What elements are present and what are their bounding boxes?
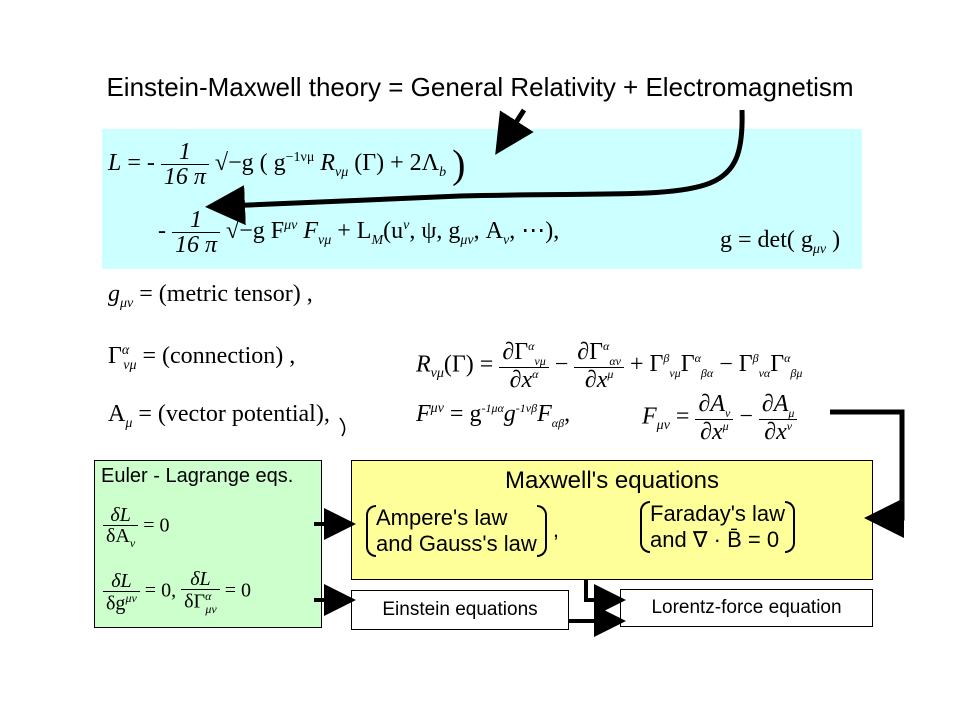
field-lower-definition: Fμν = ∂Aν∂xμ − ∂Aμ∂xν [642,392,798,444]
maxwell-right-parens: Faraday's law and ∇ · B̄ = 0 [640,501,796,553]
euler-eq1-rhs: = 0 [143,514,170,537]
ricci-lhs: (Γ) = [443,351,494,378]
field-upper-eq: = g [449,401,482,427]
close-paren: ) [452,141,466,187]
euler-den-3: δΓ [184,590,206,613]
title: Einstein-Maxwell theory = General Relati… [106,72,854,102]
vector-definition: Aμ = (vector potential), [108,401,330,431]
maxwell-left-parens: Ampere's law and Gauss's law [366,505,547,557]
vector-comma-mark [339,417,346,437]
ricci-symbol: R [320,150,336,177]
em-arrow [205,109,745,226]
lagrangian-coefficient-1: 1 16 π [160,140,209,190]
metric-superscript: −1νμ [285,150,315,166]
maxwell-to-lorentz-arrow [584,580,626,616]
faraday-law: Faraday's law [650,501,786,526]
matter-args: (u [383,218,404,245]
maxwell-comma: , [552,516,559,542]
metric-text: = (metric tensor) , [139,281,313,307]
matter-lagrangian: + L [337,218,372,245]
field-lower-lhs: F [642,403,657,430]
field-tensor: F [303,218,319,245]
euler-num-3: δL [181,569,220,590]
matter-args-3: , A [473,218,503,245]
minus-2: − [719,351,733,378]
maxwell-right-group: Faraday's law and ∇ · B̄ = 0 [640,501,796,553]
gauss-law: and Gauss's law [376,531,537,556]
ricci-subscript: νμ [335,164,349,180]
euler-eq3-rhs: = 0 [224,579,252,602]
u-superscript: ν [403,218,410,234]
det-close: ) [826,227,841,253]
lagrangian-symbol: L [108,150,122,177]
field-subscript: νμ [318,232,332,248]
em-superscript: μν [284,218,298,234]
lagrangian-coefficient-2: 1 16 π [172,208,221,258]
euler-eq2-rhs: = 0, [144,579,177,602]
coef2-denominator: 16 π [175,232,218,258]
euler-den-1: δA [106,525,130,547]
coef-denominator: 16 π [163,164,206,190]
ricci-definition: Rνμ(Γ) = ∂Γανμ∂xα − ∂Γααν∂xμ + ΓβνμΓαβα … [416,339,803,393]
cosmological-subscript: b [439,164,447,180]
maxwell-box: Maxwell's equations Ampere's law and Gau… [351,460,873,580]
det-subscript: μν [812,241,827,257]
lagrangian-eq-sign: = - [127,150,155,177]
divergence-b: and ∇ · B̄ = 0 [650,527,780,552]
lagrangian-line-2: - 1 16 π √−g Fμν Fνμ + LM(uν, ψ, gμν, Aν… [158,208,559,257]
ampere-law: Ampere's law [376,505,508,530]
matter-args-2: , ψ, g [409,218,461,245]
determinant-def: g = det( gμν ) [720,228,840,257]
lagrangian-line-1: L = - 1 16 π √−g ( g−1νμ Rνμ (Γ) + 2Λb ) [108,140,465,189]
matter-args-4: , ⋯), [509,218,560,245]
lorentz-force-box: Lorentz-force equation [620,589,873,627]
a-subscript: ν [502,232,510,248]
g-subscript: μν [460,232,474,248]
euler-heading: Euler - Lagrange eqs. [101,465,294,487]
einstein-equations-box: Einstein equations [351,590,569,630]
euler-num-1: δL [103,505,139,526]
det-text: g = det( g [720,227,813,253]
matter-subscript: M [371,232,384,248]
coef-numerator: 1 [160,140,209,165]
euler-num-2: δL [103,571,140,592]
field-to-maxwell-arrow [830,409,905,538]
connection-text: = (connection) , [142,343,296,369]
gr-arrow [495,108,534,155]
minus-sign: - [158,218,166,245]
coef2-numerator: 1 [172,208,221,233]
field-tensor-definition: Fμν = g-1μαg-1νβFαβ, [416,401,571,430]
vector-text: = (vector potential), [138,401,330,427]
gravity-term: √−g ( g [214,150,286,177]
plus-1: + [629,351,644,378]
euler-den-2: δg [106,592,126,615]
minus-1: − [554,351,569,378]
metric-definition: gμν = (metric tensor) , [108,281,313,311]
maxwell-heading: Maxwell's equations [504,467,720,494]
minus-3: − [739,403,753,430]
maxwell-left-group: Ampere's law and Gauss's law , [366,505,559,557]
connection-definition: Γανμ = (connection) , [108,343,296,373]
cosmological-term: (Γ) + 2Λ [354,150,440,177]
